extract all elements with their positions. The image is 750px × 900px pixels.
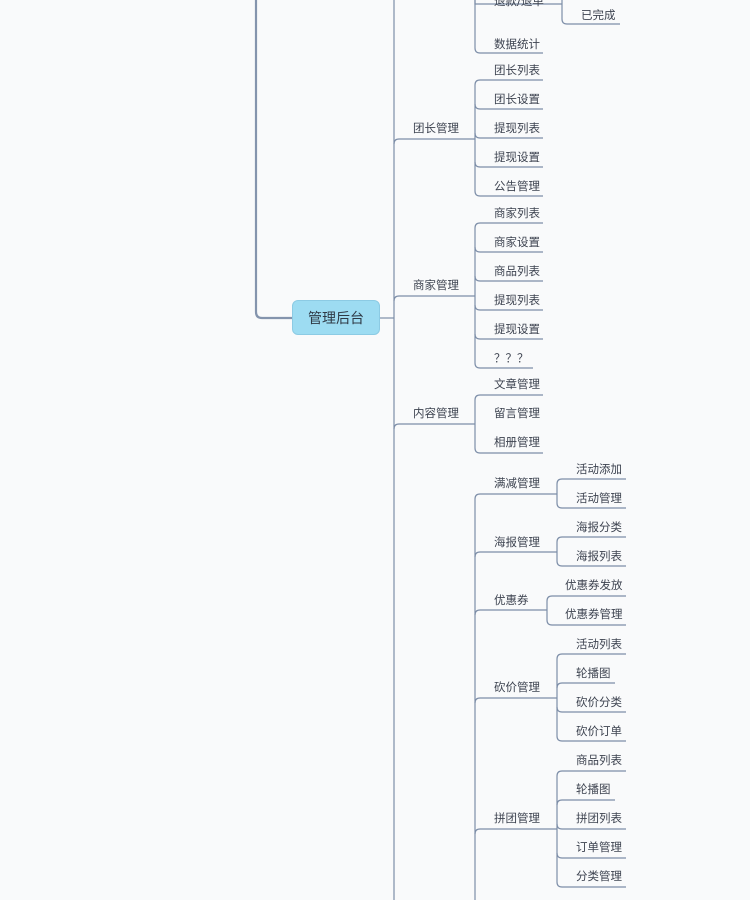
- node-kanjia-child[interactable]: 轮播图: [576, 666, 611, 680]
- node-shangjia-child[interactable]: 商家列表: [494, 206, 540, 220]
- node-haibao-child[interactable]: 海报分类: [576, 520, 622, 534]
- root-label: 管理后台: [308, 310, 364, 327]
- node-neirong-child[interactable]: 留言管理: [494, 406, 540, 420]
- node-refund[interactable]: 退款/退单: [494, 0, 544, 8]
- root-node[interactable]: 管理后台: [292, 300, 380, 335]
- node-pintuan-child[interactable]: 轮播图: [576, 782, 611, 796]
- node-kanjia-child[interactable]: 活动列表: [576, 637, 622, 651]
- node-data-stats[interactable]: 数据统计: [494, 37, 540, 51]
- node-manjian-child[interactable]: 活动添加: [576, 462, 622, 476]
- node-tuanzhang-child[interactable]: 提现设置: [494, 150, 540, 164]
- node-tuanzhang-child[interactable]: 团长设置: [494, 92, 540, 106]
- node-tuanzhang-child[interactable]: 团长列表: [494, 63, 540, 77]
- node-pintuan-child[interactable]: 商品列表: [576, 753, 622, 767]
- node-kanjia-child[interactable]: 砍价分类: [576, 695, 622, 709]
- node-youhuiquan-child[interactable]: 优惠券发放: [565, 578, 623, 592]
- node-pintuan-child[interactable]: 分类管理: [576, 869, 622, 883]
- node-shangjia-child[interactable]: ？？？: [494, 351, 529, 365]
- node-manjian-child[interactable]: 活动管理: [576, 491, 622, 505]
- node-pintuan-child[interactable]: 拼团列表: [576, 811, 622, 825]
- node-completed[interactable]: 已完成: [581, 8, 616, 22]
- node-shangjia-child[interactable]: 商家设置: [494, 235, 540, 249]
- node-tuanzhang[interactable]: 团长管理: [413, 121, 459, 135]
- node-haibao[interactable]: 海报管理: [494, 535, 540, 549]
- node-shangjia[interactable]: 商家管理: [413, 278, 459, 292]
- node-shangjia-child[interactable]: 提现列表: [494, 293, 540, 307]
- node-kanjia[interactable]: 砍价管理: [494, 680, 540, 694]
- node-youhuiquan[interactable]: 优惠券: [494, 593, 529, 607]
- node-pintuan-child[interactable]: 订单管理: [576, 840, 622, 854]
- node-shangjia-child[interactable]: 商品列表: [494, 264, 540, 278]
- node-tuanzhang-child[interactable]: 提现列表: [494, 121, 540, 135]
- node-manjian[interactable]: 满减管理: [494, 476, 540, 490]
- node-neirong[interactable]: 内容管理: [413, 406, 459, 420]
- node-shangjia-child[interactable]: 提现设置: [494, 322, 540, 336]
- node-neirong-child[interactable]: 文章管理: [494, 377, 540, 391]
- node-haibao-child[interactable]: 海报列表: [576, 549, 622, 563]
- node-kanjia-child[interactable]: 砍价订单: [576, 724, 622, 738]
- node-neirong-child[interactable]: 相册管理: [494, 435, 540, 449]
- node-youhuiquan-child[interactable]: 优惠券管理: [565, 607, 623, 621]
- node-tuanzhang-child[interactable]: 公告管理: [494, 179, 540, 193]
- node-pintuan[interactable]: 拼团管理: [494, 811, 540, 825]
